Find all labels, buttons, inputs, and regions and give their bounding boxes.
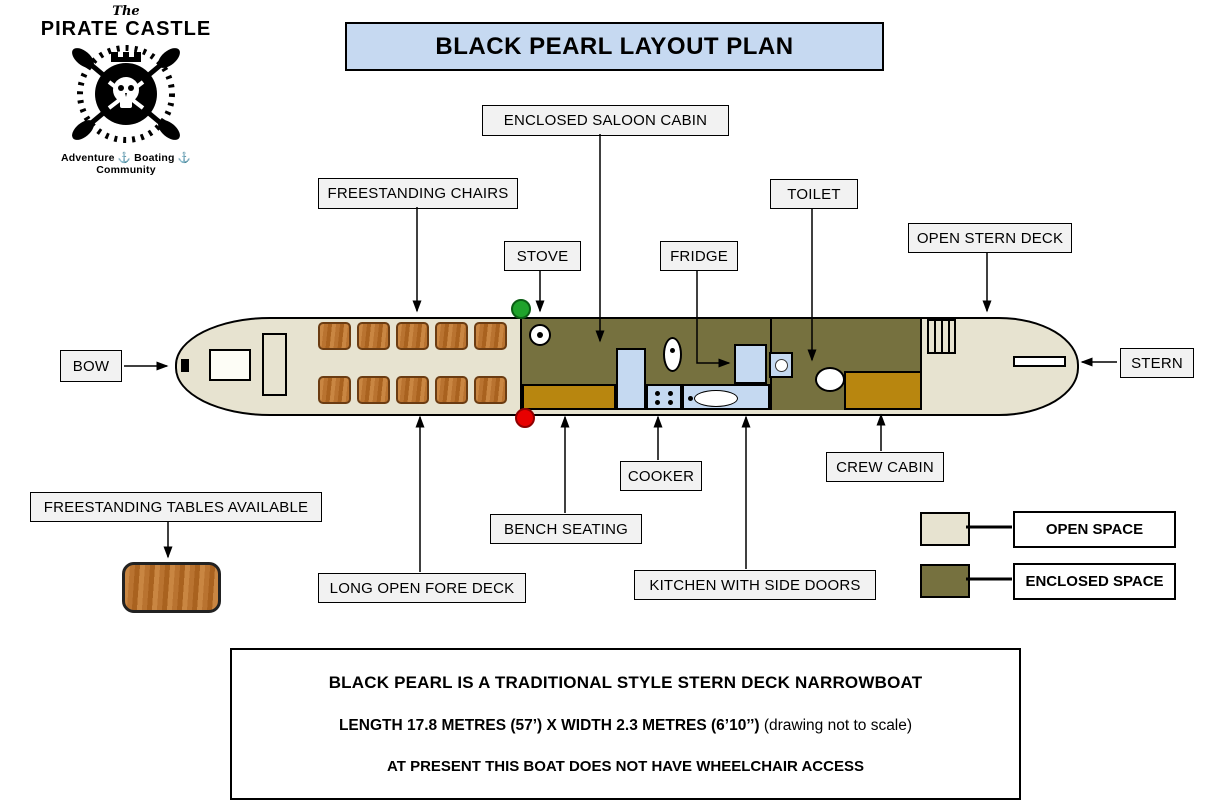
chair	[318, 376, 351, 404]
logo-the: The	[112, 4, 140, 19]
side-door-marker-red	[515, 408, 535, 428]
sink-tap	[688, 396, 693, 401]
boat-hull	[175, 317, 1079, 416]
crew-cabin-block	[844, 371, 922, 410]
freestanding-table-graphic	[122, 562, 221, 613]
label-enclosed-saloon-cabin: ENCLOSED SALOON CABIN	[482, 105, 729, 136]
chair	[357, 322, 390, 350]
chair	[474, 376, 507, 404]
info-line-2-dimensions: LENGTH 17.8 METRES (57’) X WIDTH 2.3 MET…	[338, 716, 760, 734]
tiller-bar	[1013, 356, 1066, 367]
stern-steps	[927, 319, 956, 354]
logo-tagline: Adventure ⚓ Boating ⚓ Community	[60, 152, 192, 176]
info-line-3: AT PRESENT THIS BOAT DOES NOT HAVE WHEEL…	[387, 757, 864, 775]
chair	[474, 322, 507, 350]
label-stern: STERN	[1120, 348, 1194, 378]
bench-seating-block	[522, 384, 616, 410]
toilet-symbol	[815, 367, 845, 392]
legend-swatch-enclosed-space	[920, 564, 970, 598]
saloon-fixture	[663, 337, 682, 372]
bow-fairlead	[181, 359, 189, 372]
label-open-stern-deck: OPEN STERN DECK	[908, 223, 1072, 253]
chair	[435, 322, 468, 350]
label-toilet: TOILET	[770, 179, 858, 209]
fridge-unit	[734, 344, 767, 384]
boat-info-box: BLACK PEARL IS A TRADITIONAL STYLE STERN…	[230, 648, 1021, 800]
sink-basin	[694, 390, 738, 407]
side-door-marker-green	[511, 299, 531, 319]
burner	[655, 391, 660, 396]
burner	[668, 400, 673, 405]
label-cooker: COOKER	[620, 461, 702, 491]
bow-bulkhead	[262, 333, 287, 396]
logo-name: PIRATE CASTLE	[40, 18, 212, 40]
burner	[655, 400, 660, 405]
chair	[396, 376, 429, 404]
legend-label-enclosed-space: ENCLOSED SPACE	[1013, 563, 1176, 600]
label-long-open-fore-deck: LONG OPEN FORE DECK	[318, 573, 526, 603]
chair	[396, 322, 429, 350]
kitchen-counter-sink	[682, 384, 770, 410]
info-line-2-note: (drawing not to scale)	[759, 716, 913, 734]
kitchen-counter-vertical	[616, 348, 646, 410]
chair	[318, 322, 351, 350]
stove-symbol	[529, 324, 551, 346]
bow-locker	[209, 349, 251, 381]
page-title: BLACK PEARL LAYOUT PLAN	[345, 22, 884, 71]
cooker-unit	[646, 384, 682, 410]
legend-swatch-open-space	[920, 512, 970, 546]
skull-crossed-oars-icon	[72, 45, 180, 143]
label-freestanding-chairs: FREESTANDING CHAIRS	[318, 178, 518, 209]
legend-label-open-space: OPEN SPACE	[1013, 511, 1176, 548]
burner	[668, 391, 673, 396]
label-crew-cabin: CREW CABIN	[826, 452, 944, 482]
label-fridge: FRIDGE	[660, 241, 738, 271]
label-bow: BOW	[60, 350, 122, 382]
label-stove: STOVE	[504, 241, 581, 271]
info-line-2: LENGTH 17.8 METRES (57’) X WIDTH 2.3 MET…	[339, 717, 912, 735]
label-freestanding-tables-available: FREESTANDING TABLES AVAILABLE	[30, 492, 322, 522]
info-line-1: BLACK PEARL IS A TRADITIONAL STYLE STERN…	[328, 673, 923, 693]
pirate-castle-logo: The PIRATE CASTLE Adventure ⚓ Boating ⚓ …	[35, 4, 217, 176]
chair	[435, 376, 468, 404]
label-kitchen-with-side-doors: KITCHEN WITH SIDE DOORS	[634, 570, 876, 600]
bathroom-sink	[769, 352, 793, 378]
chair	[357, 376, 390, 404]
label-bench-seating: BENCH SEATING	[490, 514, 642, 544]
